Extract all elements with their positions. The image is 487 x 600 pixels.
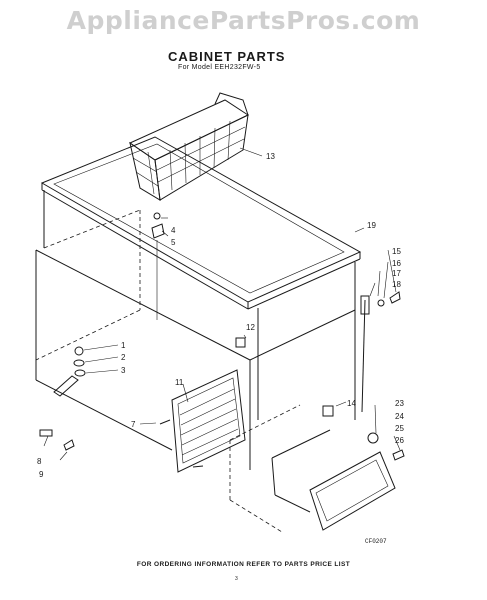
callout-labels: 1 2 3 4 5 7 8 9 11 12 13 14 15 16 17 18 … xyxy=(37,152,404,479)
callout-11: 11 xyxy=(175,378,184,387)
wire-basket xyxy=(128,92,250,201)
callout-9: 9 xyxy=(39,470,44,479)
watermark: AppliancePartsPros.com xyxy=(66,6,421,35)
ordering-info-footer: FOR ORDERING INFORMATION REFER TO PARTS … xyxy=(136,561,351,568)
cabinet-body xyxy=(35,190,356,533)
drain-rod xyxy=(360,295,370,413)
callout-7: 7 xyxy=(131,420,136,429)
callout-3: 3 xyxy=(121,366,126,375)
model-subtitle: For Model EEH232FW-5 xyxy=(178,64,261,71)
diagram-code: CF0207 xyxy=(365,538,387,545)
callout-2: 2 xyxy=(121,353,126,362)
kick-plate xyxy=(271,429,396,531)
leader-lines xyxy=(43,147,401,461)
callout-18: 18 xyxy=(392,280,401,289)
callout-25: 25 xyxy=(395,424,404,433)
lid-frame xyxy=(40,136,362,310)
callout-17: 17 xyxy=(392,269,401,278)
callout-1: 1 xyxy=(121,341,126,350)
callout-12: 12 xyxy=(246,323,255,332)
callout-13: 13 xyxy=(266,152,275,161)
diagram-title: CABINET PARTS xyxy=(168,49,286,64)
callout-14: 14 xyxy=(347,399,356,408)
callout-8: 8 xyxy=(37,457,42,466)
callout-24: 24 xyxy=(395,412,404,421)
callout-16: 16 xyxy=(392,259,401,268)
hardware-parts xyxy=(39,212,405,468)
page-number: 3 xyxy=(235,576,238,582)
callout-19: 19 xyxy=(367,221,376,230)
callout-4: 4 xyxy=(171,226,176,235)
grille-panel xyxy=(171,369,246,473)
callout-5: 5 xyxy=(171,238,176,247)
callout-15: 15 xyxy=(392,247,401,256)
callout-26: 26 xyxy=(395,436,404,445)
callout-23: 23 xyxy=(395,399,404,408)
